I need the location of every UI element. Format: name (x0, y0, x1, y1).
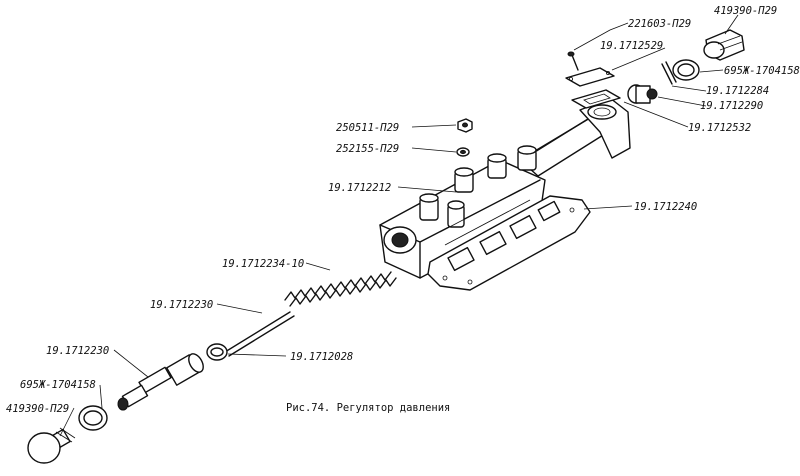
label-252155: 252155-П29 (336, 143, 399, 155)
top-plug-part (703, 29, 745, 61)
bottom-plug-part (27, 427, 76, 464)
retaining-ring-part (206, 343, 228, 361)
flange-gasket-part (571, 89, 621, 109)
label-419390-bottom: 419390-П29 (6, 403, 69, 415)
cover-screw-part (567, 51, 579, 71)
cover-plate-part (565, 67, 615, 87)
valve-spring-part (284, 271, 397, 307)
label-1712230-lower: 19.1712230 (46, 345, 109, 357)
top-washer-part (672, 59, 700, 81)
label-1712028: 19.1712028 (290, 351, 353, 363)
spring-washer-part (456, 147, 470, 157)
leader-lines (59, 14, 739, 437)
label-419390-top: 419390-П29 (714, 5, 777, 17)
label-221603: 221603-П29 (628, 18, 691, 30)
label-1712234: 19.1712234-10 (222, 258, 304, 270)
nut-part (457, 118, 473, 133)
label-1712532: 19.1712532 (688, 122, 751, 134)
label-695-bottom: 695Ж-1704158 (20, 379, 96, 391)
label-1712212: 19.1712212 (328, 182, 391, 194)
bottom-washer-part (78, 405, 108, 431)
label-1712230-upper: 19.1712230 (150, 299, 213, 311)
body-gasket-part (427, 195, 591, 291)
label-1712284: 19.1712284 (706, 85, 769, 97)
adjusting-valve-part (627, 84, 658, 104)
label-1712529: 19.1712529 (600, 40, 663, 52)
label-250511: 250511-П29 (336, 122, 399, 134)
split-pin-part (661, 61, 677, 85)
plunger-rod-part (224, 311, 295, 357)
label-695-top: 695Ж-1704158 (724, 65, 800, 77)
reducing-valve-part (117, 353, 204, 411)
label-1712290: 19.1712290 (700, 100, 763, 112)
figure-caption: Рис.74. Регулятор давления (286, 402, 450, 414)
label-1712240: 19.1712240 (634, 201, 697, 213)
